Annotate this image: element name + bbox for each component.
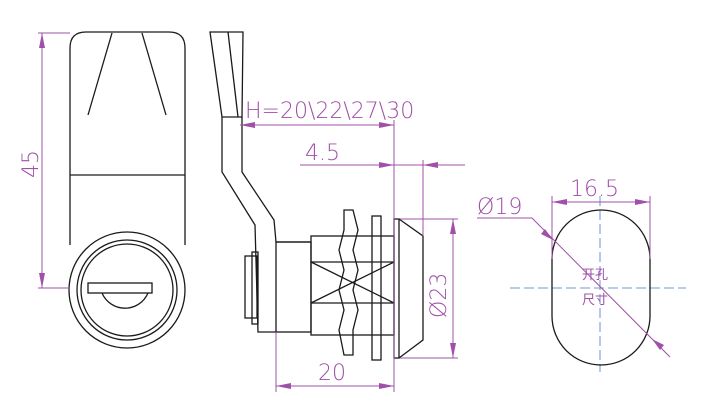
tail-nut	[244, 255, 258, 319]
star-nut	[338, 209, 359, 356]
dim-4-5: 4.5	[305, 141, 340, 166]
dim-45: 45	[19, 150, 44, 178]
dim-h: H=20\22\27\30	[245, 99, 414, 124]
dim-16-5: 16.5	[570, 177, 619, 202]
cutout-view: 开孔 尺寸	[510, 196, 686, 372]
body	[275, 241, 312, 333]
cutout-label-1: 开孔	[582, 268, 608, 283]
flange	[393, 218, 400, 359]
washer	[371, 215, 382, 361]
front-view	[68, 31, 186, 349]
keyway	[87, 282, 153, 294]
cutout-shape	[551, 209, 651, 366]
lever-front-outline	[69, 31, 186, 175]
dim-d19: Ø19	[477, 195, 522, 220]
lock-face-outer	[68, 231, 186, 349]
side-view	[209, 31, 424, 361]
dim-20: 20	[318, 361, 346, 386]
cutout-label-2: 尺寸	[582, 293, 608, 308]
dim-d23: Ø23	[427, 273, 452, 318]
